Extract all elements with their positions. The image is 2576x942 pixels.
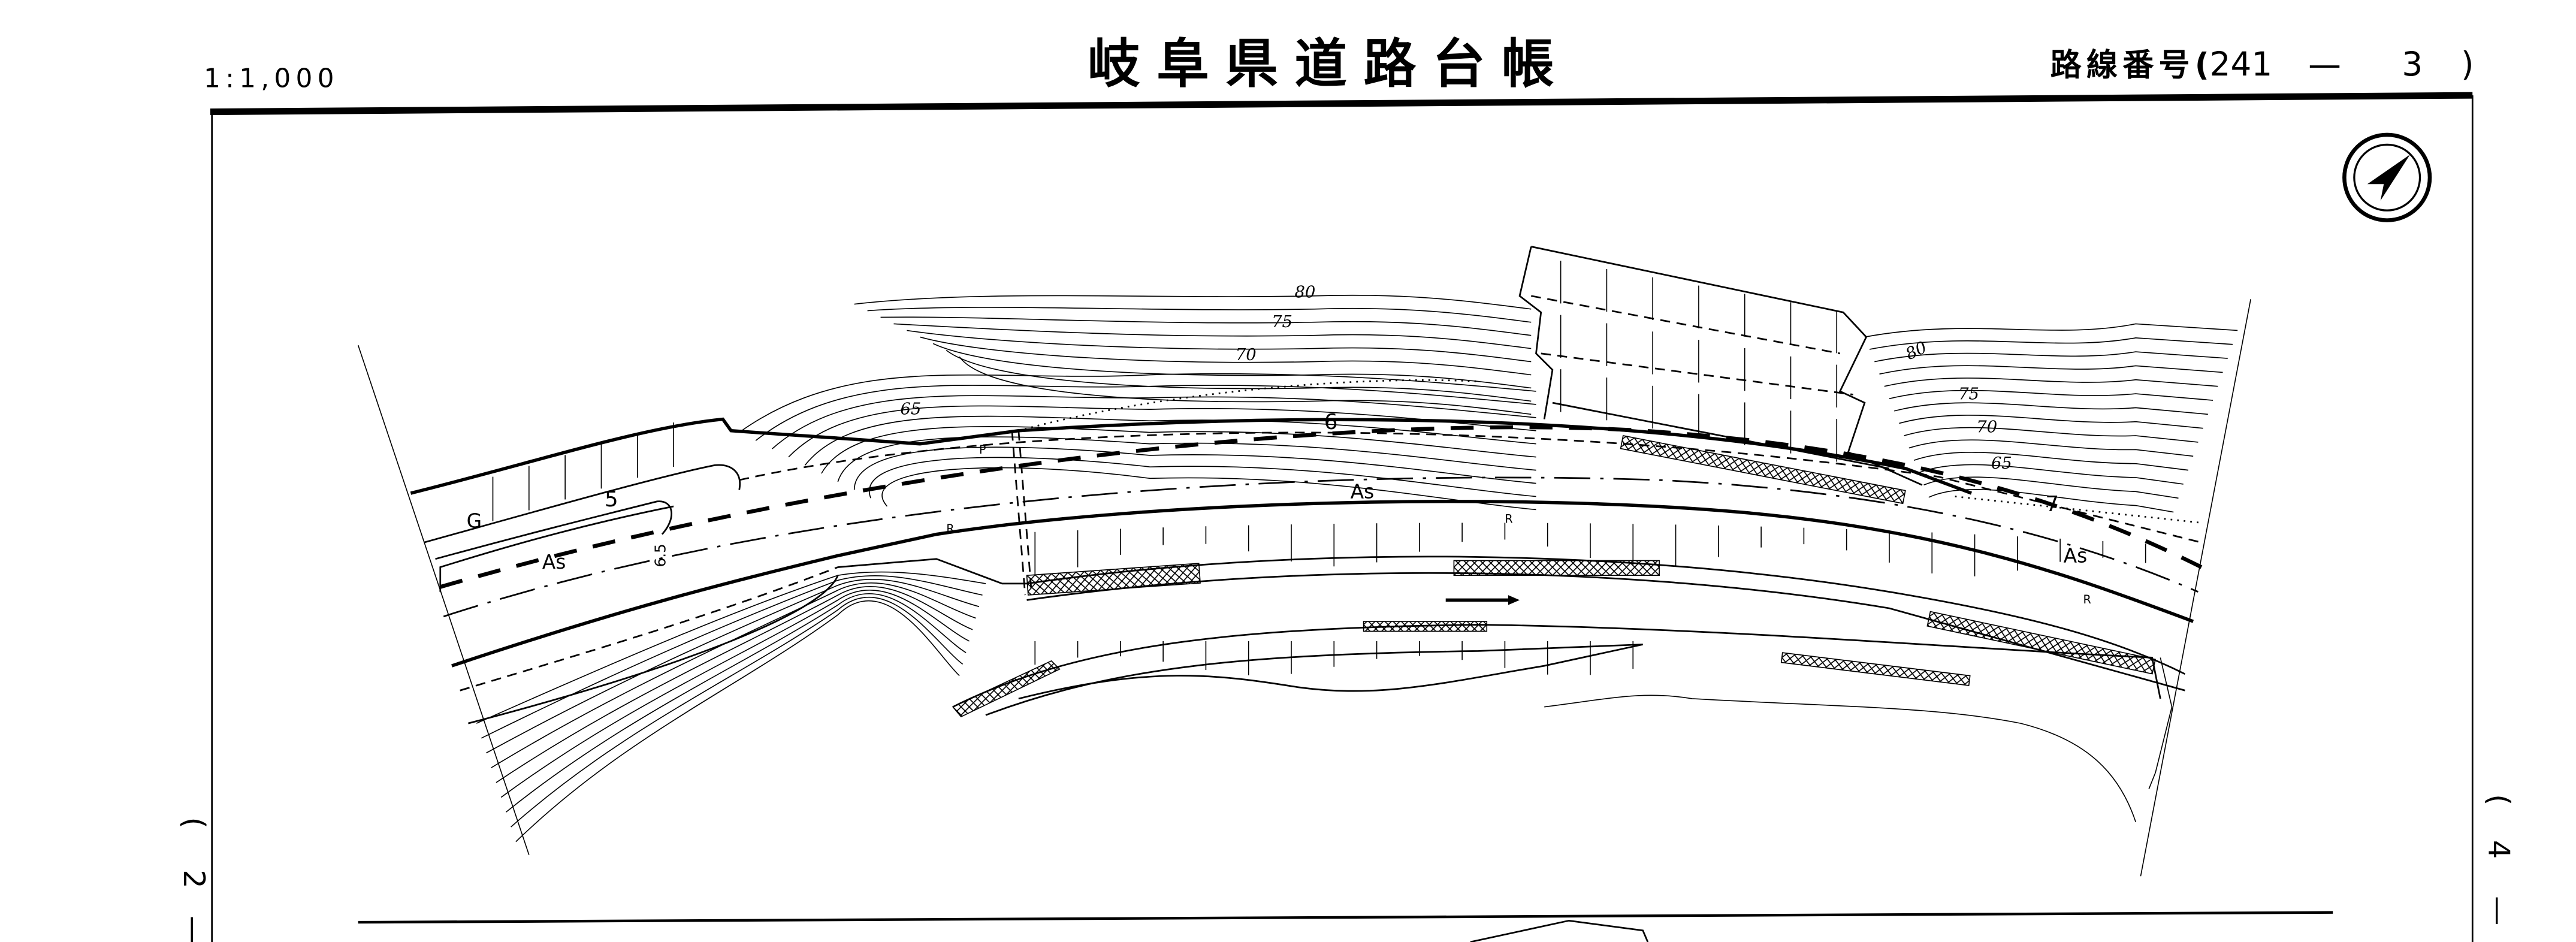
- map-boundary-left: [357, 345, 530, 855]
- contour-line: [1908, 439, 2194, 457]
- contour-line: [880, 316, 1532, 336]
- contour-line: [804, 415, 1536, 466]
- contour-line: [500, 590, 970, 798]
- contour-line: [946, 349, 1532, 402]
- retaining-label: R: [2083, 593, 2091, 606]
- pavement-hatch: [1926, 611, 2156, 675]
- surface-label: As: [2064, 544, 2088, 567]
- guardrail-label: G: [467, 509, 482, 533]
- contour-label: 75: [1272, 313, 1292, 331]
- next-sheet-paren: (: [2482, 794, 2517, 805]
- contour-line: [772, 395, 1536, 449]
- contour-line: [920, 336, 1532, 376]
- contour-line: [837, 436, 1536, 482]
- contour-line: [1955, 496, 2202, 524]
- contour-line: [739, 373, 1536, 433]
- sheet-frame: [210, 92, 2474, 942]
- station-number: 5: [605, 487, 618, 512]
- contour-line: [1904, 427, 2198, 443]
- page-title: 岐阜県道路台帳: [1088, 34, 1571, 95]
- contour-line: [1889, 390, 2213, 401]
- surface-label: As: [1351, 479, 1375, 503]
- map-boundary-right: [2140, 299, 2251, 877]
- contour-line: [1919, 464, 2184, 485]
- pavement-hatch: [1026, 563, 1201, 596]
- retaining-label: R: [1505, 512, 1512, 526]
- road-plan: [410, 417, 2203, 822]
- retaining-label: R: [946, 522, 954, 536]
- route-dash: —: [2308, 45, 2341, 83]
- prev-sheet-dash: —: [177, 916, 212, 942]
- prev-sheet-number: 2: [177, 869, 212, 888]
- contour-line: [1899, 415, 2203, 429]
- north-arrow-icon: [2342, 132, 2432, 222]
- next-sheet-dash: —: [2482, 896, 2517, 925]
- scale-label: 1:1,000: [204, 63, 339, 93]
- contour-line: [1894, 402, 2208, 415]
- contour-line: [1874, 351, 2228, 363]
- contour-line: [505, 593, 967, 813]
- contour-line: [867, 307, 1532, 323]
- contour-label: 70: [1976, 418, 1997, 437]
- contour-label: 65: [900, 400, 921, 418]
- contour-line: [853, 446, 1536, 490]
- contour-line: [854, 294, 1532, 310]
- contour-line: [496, 585, 973, 783]
- contour-line: [481, 575, 983, 739]
- width-label: 6.5: [651, 544, 669, 567]
- contour-label: 80: [1294, 283, 1315, 302]
- next-sheet-number: 4: [2482, 840, 2517, 859]
- route-number-value: 241: [2210, 45, 2273, 83]
- contour-line: [959, 356, 1532, 415]
- contour-line: [486, 578, 980, 754]
- route-section: 3: [2402, 45, 2423, 83]
- contour-line: [932, 343, 1532, 389]
- contour-line: [476, 571, 986, 724]
- route-label: 路線番号(: [2050, 47, 2214, 83]
- contour-line: [869, 457, 1536, 499]
- contour-line: [1864, 323, 2238, 338]
- station-number: 7: [2045, 492, 2059, 517]
- contour-line: [1913, 452, 2189, 471]
- parking-label: P: [979, 443, 986, 457]
- contour-line: [1869, 337, 2233, 350]
- map-labels: 80 75 70 65 80 75 70 65 5 6 7 As As As G…: [467, 283, 2091, 606]
- route-number: 路線番号( 241 — 3 ): [2050, 45, 2474, 83]
- contour-label: 70: [1236, 346, 1257, 364]
- contour-line: [511, 596, 964, 828]
- contour-line: [515, 600, 960, 843]
- contour-line: [1884, 378, 2218, 387]
- surface-label: As: [542, 550, 566, 573]
- previous-sheet-ref: ( 2 —: [177, 817, 212, 942]
- pavement-hatch: [1453, 560, 1660, 576]
- contour-line: [1879, 365, 2223, 375]
- next-section-line: [358, 911, 2333, 924]
- contour-label: 75: [1958, 385, 1979, 404]
- contour-lines: [476, 294, 2238, 843]
- next-sheet-ref: ( 4 —: [2482, 794, 2517, 925]
- station-number: 6: [1324, 410, 1338, 434]
- contour-label: 65: [1991, 454, 2012, 473]
- retaining-wall-block: [1518, 246, 1923, 486]
- contour-line: [1928, 489, 2174, 513]
- contour-line: [821, 426, 1536, 474]
- route-close: ): [2461, 45, 2474, 83]
- prev-sheet-paren: (: [177, 817, 212, 828]
- contour-line: [893, 323, 1532, 349]
- contour-line: [755, 385, 1536, 441]
- contour-line: [1923, 476, 2179, 499]
- contour-line: [881, 467, 1536, 511]
- pavement-hatch: [1620, 435, 1906, 505]
- contour-line: [907, 330, 1532, 363]
